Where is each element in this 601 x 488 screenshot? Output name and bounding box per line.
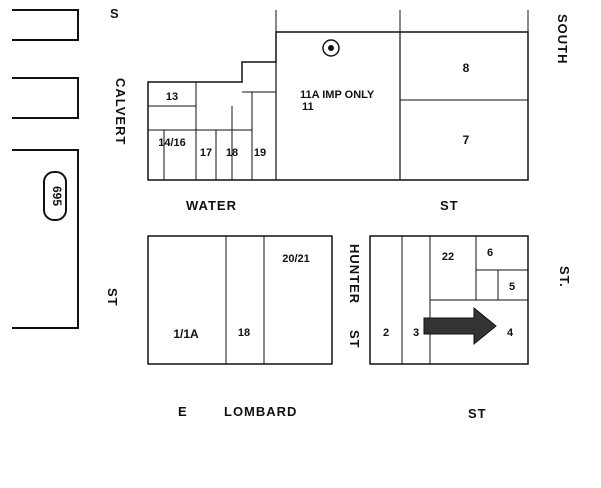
left-parcels	[12, 9, 79, 329]
south-st-label: ST.	[557, 266, 572, 288]
lot-11-label: 11	[302, 101, 314, 113]
lot-22-label: 22	[442, 251, 454, 263]
water-street-label: WATER	[186, 198, 237, 213]
calvert-st-label: ST	[105, 288, 120, 307]
lower-left-block-outline	[147, 235, 333, 365]
lot-4-label: 4	[507, 327, 514, 339]
lower-left-block	[147, 235, 333, 365]
south-street-label: SOUTH	[555, 14, 570, 65]
hunter-street-label: HUNTER	[347, 244, 362, 304]
left-parcel-bottom	[12, 149, 79, 329]
lot-6-label: 6	[487, 247, 493, 259]
lot-13-label: 13	[166, 91, 178, 103]
water-st-label: ST	[440, 198, 459, 213]
lombard-st-label: ST	[468, 406, 487, 421]
arrow-right-icon	[423, 306, 497, 346]
lot-17-label: 17	[200, 147, 212, 159]
lot-18-bottom-label: 18	[238, 327, 250, 339]
lower-right-block	[369, 235, 529, 365]
reference-circle	[322, 39, 340, 57]
calvert-street-label: CALVERT	[113, 78, 128, 145]
lombard-street-label: LOMBARD	[224, 404, 297, 419]
left-parcel-middle	[12, 77, 79, 119]
lot-14-16-label: 14/16	[158, 137, 186, 149]
lot-18-top-label: 18	[226, 147, 238, 159]
lot-5-label: 5	[509, 281, 515, 293]
lot-1-1a-label: 1/1A	[173, 327, 199, 341]
left-parcel-top	[12, 9, 79, 41]
upper-block-outline	[147, 31, 529, 181]
lot-7-label: 7	[463, 133, 470, 147]
reference-dot	[328, 45, 334, 51]
lot-19-label: 19	[254, 147, 266, 159]
lombard-prefix-label: E	[178, 404, 188, 419]
route-shield: 695	[43, 171, 67, 221]
upper-block	[147, 10, 529, 181]
lot-8-label: 8	[463, 61, 470, 75]
route-number: 695	[50, 186, 64, 206]
hunter-st-label: ST	[347, 330, 362, 349]
lot-3-label: 3	[413, 327, 419, 339]
lot-2-label: 2	[383, 327, 389, 339]
lot-20-21-label: 20/21	[282, 253, 310, 265]
lot-11a-label: 11A IMP ONLY	[300, 89, 375, 101]
calvert-prefix-label: S	[110, 6, 120, 21]
